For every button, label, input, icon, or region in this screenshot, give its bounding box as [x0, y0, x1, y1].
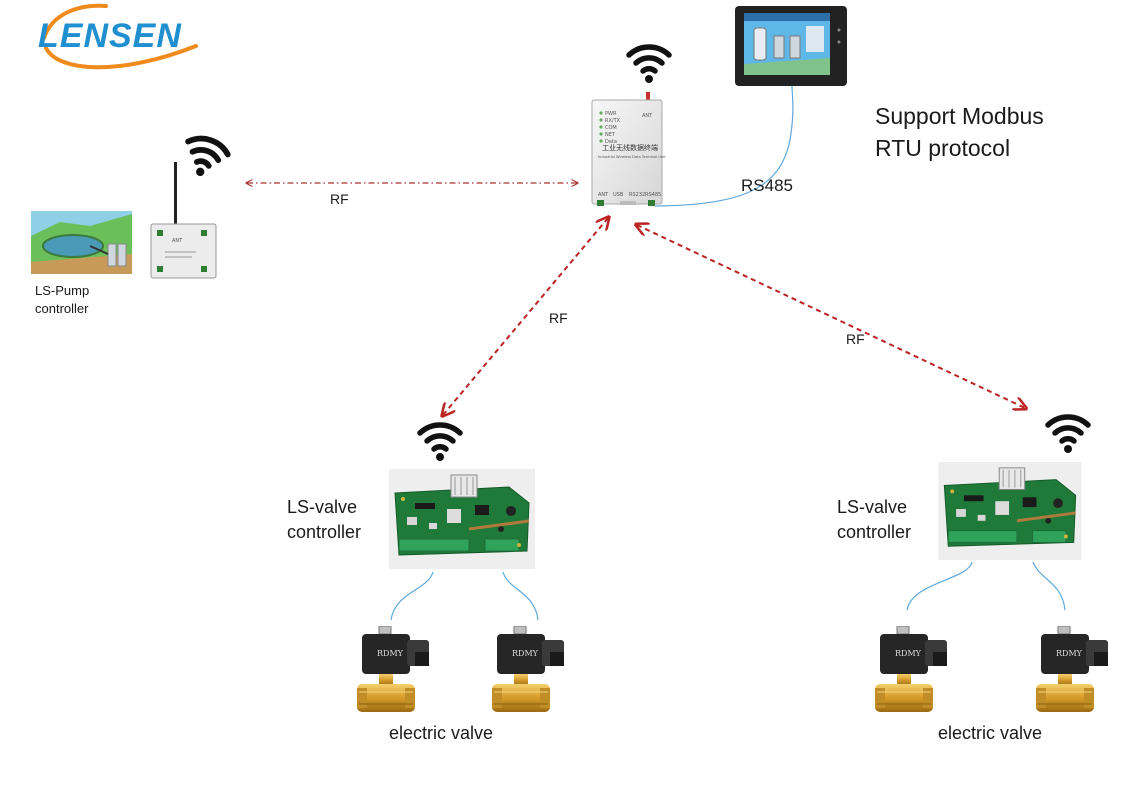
valve-controller-2-board [937, 462, 1083, 560]
valve-controller-1-label: LS-valve controller [287, 497, 362, 542]
pump-controller-label: LS-Pump controller [35, 283, 90, 316]
hmi-touch-screen [735, 6, 847, 86]
valve-2a-image [875, 626, 948, 713]
gateway-device: PWR RX/TX COM NET Data ANT 工业无线数据终端 Indu… [591, 92, 666, 206]
valve-2-wire-left [906, 561, 973, 611]
valve-1b-brand: RDMY [512, 649, 539, 658]
rf-link-valve-2 [637, 225, 1025, 408]
gateway-led-com: COM [605, 125, 617, 131]
valve-1-wire-left [390, 571, 434, 621]
rs485-cable [654, 85, 794, 207]
pump-wifi-icon [179, 134, 230, 183]
pump-device-ant-label: ANT [172, 238, 183, 244]
gateway-port-rs485: RS485 [645, 192, 661, 198]
gateway-led-rxtx: RX/TX [605, 118, 621, 124]
gateway-port-rs232: RS232 [629, 192, 645, 198]
rs485-label: RS485 [741, 176, 793, 195]
gateway-chinese-label: 工业无线数据终端 [602, 143, 658, 152]
gateway-wifi-icon [629, 47, 669, 83]
logo-swoosh-top [42, 3, 108, 40]
gateway-led-pwr: PWR [605, 111, 617, 117]
electric-valve-2-label: electric valve [938, 723, 1043, 743]
gateway-ant-label: ANT [642, 113, 653, 119]
lensen-logo: LENSEN [38, 3, 198, 70]
valve-controller-1-board [389, 469, 535, 569]
pump-controller-illustration [31, 211, 132, 274]
protocol-title: Support Modbus RTU protocol [875, 103, 1044, 161]
valve-1b-image [492, 626, 565, 713]
valve-2a-brand: RDMY [895, 649, 922, 658]
gateway-subtitle: Industrial Wireless Data Terminal Unit [598, 155, 666, 159]
logo-text: LENSEN [38, 17, 182, 55]
valve-controller-2-label: LS-valve controller [837, 497, 912, 542]
valve-2-wifi-icon [1048, 417, 1088, 453]
valve-2b-image [1036, 626, 1109, 713]
valve-2b-brand: RDMY [1056, 649, 1083, 658]
rf-link-valve-1 [443, 218, 608, 415]
pump-controller-device: ANT [150, 162, 217, 279]
gateway-led-net: NET [605, 132, 616, 138]
gateway-port-ant: ANT [598, 192, 609, 198]
valve-1a-image [357, 626, 430, 713]
valve-1-wifi-icon [420, 425, 460, 461]
gateway-led-data: Data [605, 139, 617, 145]
valve-1a-brand: RDMY [377, 649, 404, 658]
electric-valve-1-label: electric valve [389, 723, 494, 743]
gateway-port-usb: USB [613, 192, 624, 198]
logo-swoosh-bottom [44, 44, 198, 70]
rf-label-pump: RF [330, 191, 349, 207]
rf-label-valve-1: RF [549, 310, 568, 326]
valve-2-wire-right [1032, 561, 1066, 611]
valve-1-wire-right [502, 571, 539, 621]
rf-label-valve-2: RF [846, 331, 865, 347]
